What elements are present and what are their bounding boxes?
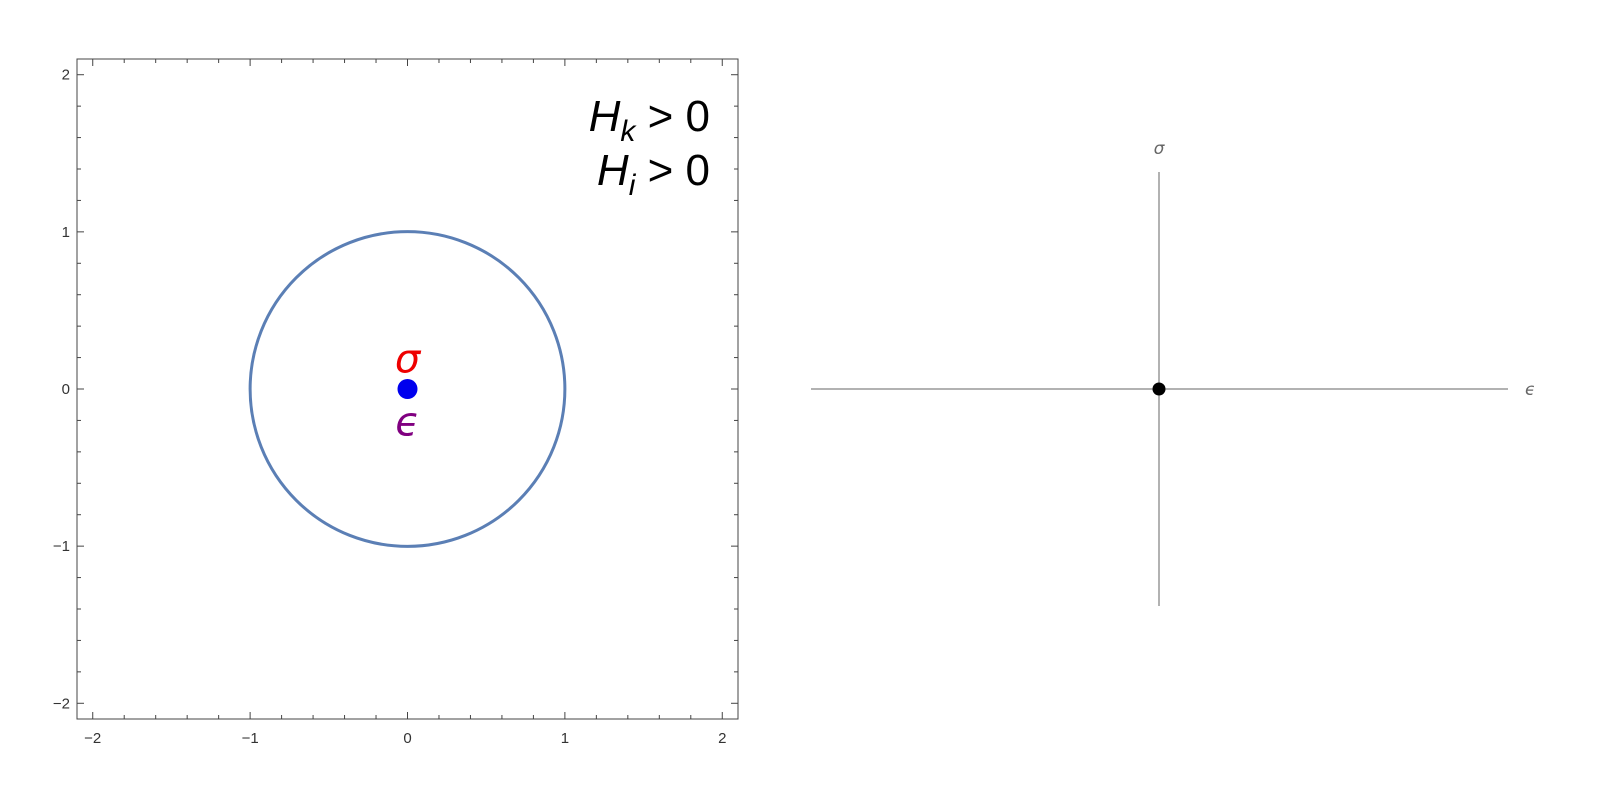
- point-label: ϵ: [395, 400, 420, 446]
- unit-circle: [248, 230, 567, 548]
- point-label: σ: [395, 337, 422, 383]
- left-plot-annotations: Hk > 0Hi > 0: [589, 92, 710, 202]
- x-tick-label: 1: [561, 730, 569, 747]
- right-plot-x-label: ϵ: [1525, 380, 1535, 400]
- left-plot: −2 −1 0 1 2 −2 −1 0 1 2 σϵ Hk > 0Hi > 0: [53, 58, 739, 747]
- x-tick-label: 0: [403, 730, 411, 747]
- right-plot: ϵ σ: [811, 139, 1535, 606]
- left-plot-points: [397, 379, 418, 399]
- y-tick-label: −2: [53, 695, 70, 712]
- left-plot-point-labels: σϵ: [395, 337, 422, 446]
- x-tick-label: −1: [242, 730, 259, 747]
- y-tick-label: 2: [62, 67, 70, 84]
- y-tick-label: 1: [62, 224, 70, 241]
- x-tick-label: −2: [84, 730, 101, 747]
- y-tick-label: 0: [62, 381, 70, 398]
- left-plot-tick-labels: −2 −1 0 1 2 −2 −1 0 1 2: [53, 67, 727, 747]
- right-plot-points: [1152, 382, 1166, 396]
- data-point: [1152, 382, 1166, 396]
- left-plot-ticks: [77, 59, 738, 719]
- right-plot-y-label: σ: [1154, 139, 1166, 159]
- data-point: [397, 379, 418, 399]
- annotation-text: Hk > 0: [589, 92, 710, 148]
- x-tick-label: 2: [718, 730, 726, 747]
- annotation-text: Hi > 0: [597, 146, 710, 202]
- y-tick-label: −1: [53, 538, 70, 555]
